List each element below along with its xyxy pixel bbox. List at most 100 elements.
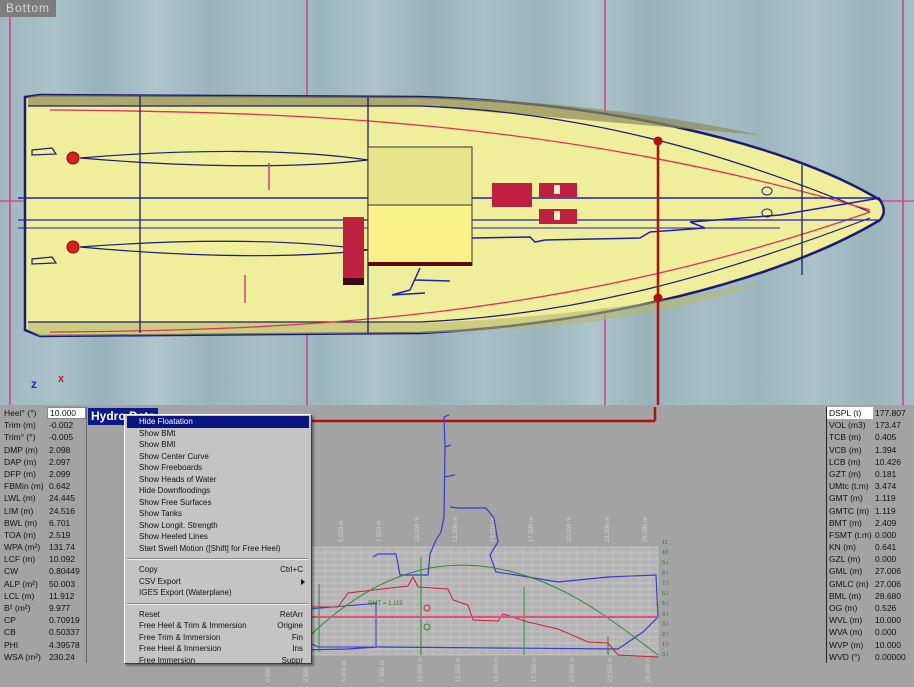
table-row: TOA (m)2.519 — [2, 529, 86, 541]
row-label: VOL (m3) — [829, 420, 866, 431]
row-value: 1.394 — [875, 444, 897, 455]
menu-item-show-tanks[interactable]: Show Tanks — [125, 508, 311, 520]
table-row: ALP (m²)50.003 — [2, 578, 86, 590]
table-row: VCB (m)1.394 — [827, 444, 913, 456]
row-value: -0.005 — [49, 432, 74, 443]
row-label: B² (m²) — [4, 603, 31, 613]
menu-item-start-swell-motion-shift-for-free-heel[interactable]: Start Swell Motion ([Shift] for Free Hee… — [125, 543, 311, 555]
svg-text:4.000 m²: 4.000 m² — [662, 611, 668, 617]
menu-item-hide-downfloodings[interactable]: Hide Downfloodings — [125, 485, 311, 497]
menu-item-label: Show Free Surfaces — [139, 497, 212, 507]
row-label: GMT (m) — [829, 493, 863, 504]
row-value: 1.119 — [875, 493, 896, 504]
menu-shortcut: Origine — [277, 621, 303, 630]
row-value: 0.70919 — [49, 615, 80, 626]
menu-item-hide-floatation[interactable]: Hide Floatation — [127, 416, 309, 428]
row-label: WVA (m) — [829, 627, 863, 638]
svg-text:10.000 m²: 10.000 m² — [662, 550, 668, 556]
menu-shortcut: Suppr — [281, 655, 303, 665]
menu-item-show-bmi[interactable]: Show BMI — [125, 439, 311, 451]
menu-item-label: Hide Downfloodings — [139, 486, 211, 495]
menu-item-label: Show Heeled Lines — [139, 532, 208, 541]
heel-input[interactable]: 10.000 — [47, 407, 86, 419]
submenu-arrow-icon — [301, 578, 305, 585]
row-value: 173.47 — [875, 420, 901, 431]
row-label: BML (m) — [829, 590, 862, 601]
menu-item-show-bmt[interactable]: Show BMt — [125, 428, 311, 440]
table-row: WVP (m)10.000 — [827, 639, 913, 651]
table-row: WVL (m)10.000 — [827, 614, 913, 626]
svg-text:20.000 m: 20.000 m — [567, 517, 573, 542]
view-name-label: Bottom — [0, 0, 57, 17]
table-row: DMP (m)2.098 — [2, 444, 86, 456]
menu-item-show-center-curve[interactable]: Show Center Curve — [125, 451, 311, 463]
menu-item-label: Free Heel & Immersion — [139, 644, 222, 653]
menu-item-show-heeled-lines[interactable]: Show Heeled Lines — [125, 531, 311, 543]
row-value: 24.516 — [49, 505, 75, 516]
row-value: 4.39578 — [49, 639, 80, 650]
row-label: WVL (m) — [829, 615, 863, 626]
menu-item-show-heads-of-water[interactable]: Show Heads of Water — [125, 474, 311, 486]
row-label: Trim (m) — [4, 420, 36, 431]
row-label: UMtc (t.m) — [829, 481, 869, 492]
row-value: 0.641 — [875, 542, 897, 553]
x-axis-label: x — [58, 373, 65, 385]
table-row: WSA (m²)230.24 — [2, 651, 86, 663]
menu-item-label: Free Trim & Immersion — [139, 632, 221, 642]
svg-text:0.000: 0.000 — [266, 666, 272, 682]
z-axis-label: z — [31, 377, 37, 391]
gmt-annotation: GMT = 1.119 — [368, 601, 403, 607]
row-label: ALP (m²) — [4, 578, 38, 589]
table-row: GZT (m)0.181 — [827, 468, 913, 480]
svg-text:20.000 m: 20.000 m — [570, 657, 576, 682]
menu-item-label: Show Freeboards — [139, 463, 203, 472]
row-label[interactable]: DSPL (t) — [827, 407, 873, 420]
table-row: GMLC (m)27.006 — [827, 578, 913, 590]
row-label: Trim° (°) — [4, 432, 36, 443]
table-row: FBMin (m)0.642 — [2, 480, 86, 492]
row-label: WSA (m²) — [4, 651, 41, 662]
table-row: GZL (m)0.000 — [827, 553, 913, 565]
menu-item-show-longit-strength[interactable]: Show Longit. Strength — [125, 520, 311, 532]
row-value: 24.445 — [49, 493, 75, 504]
row-value: -0.002 — [49, 420, 74, 431]
row-label: DMP (m) — [4, 444, 38, 455]
table-row: BML (m) 28.680 — [827, 590, 913, 602]
menu-item-label: Show BMt — [139, 428, 176, 438]
svg-text:15.000 m: 15.000 m — [494, 657, 500, 682]
row-value: 28.680 — [875, 590, 901, 601]
svg-text:5.000 m: 5.000 m — [339, 520, 345, 542]
row-value: 2.099 — [49, 468, 71, 479]
row-value: 27.006 — [875, 578, 901, 589]
table-row: Heel° (°)10.000 — [2, 407, 86, 419]
menu-item-show-free-surfaces[interactable]: Show Free Surfaces — [125, 497, 311, 509]
svg-text:5.000 m: 5.000 m — [342, 660, 348, 682]
svg-text:17.500 m: 17.500 m — [532, 657, 538, 682]
bottom-view-viewport[interactable]: Bottom z x — [0, 0, 914, 405]
row-value: 1.119 — [875, 505, 896, 516]
row-label: BWL (m) — [4, 517, 38, 528]
svg-text:9.000 m²: 9.000 m² — [662, 560, 668, 566]
menu-item-csv-export[interactable]: CSV Export — [125, 576, 311, 588]
row-label: LWL (m) — [4, 493, 36, 504]
row-value: 10.426 — [875, 456, 901, 467]
row-value: 2.519 — [49, 529, 71, 540]
menu-item-iges-export-waterplane[interactable]: IGES Export (Waterplane) — [125, 587, 311, 599]
hull-plan-drawing — [0, 0, 914, 405]
svg-text:2.000 m²: 2.000 m² — [662, 632, 668, 638]
menu-item-show-freeboards[interactable]: Show Freeboards — [125, 462, 311, 474]
row-value: 131.74 — [49, 542, 75, 553]
row-value: 6.701 — [49, 517, 71, 528]
